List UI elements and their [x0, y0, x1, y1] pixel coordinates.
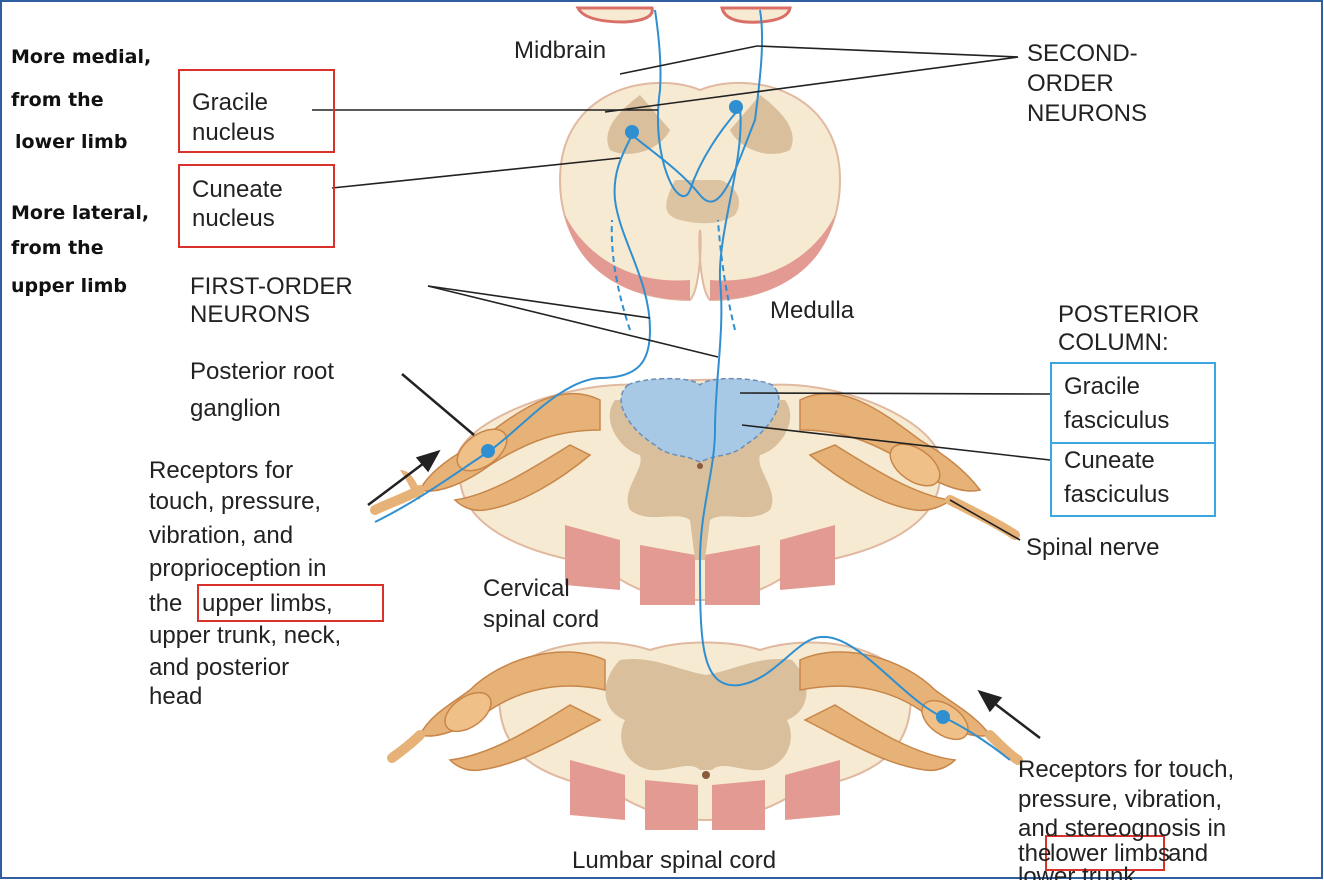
- annotation-medial-line3: lower limb: [15, 131, 127, 153]
- receptors-lower-line3: and stereognosis in: [1018, 815, 1226, 842]
- posterior-column-line1: POSTERIOR: [1058, 301, 1199, 328]
- receptors-upper-line3: vibration, and: [149, 522, 293, 549]
- receptors-upper-line2: touch, pressure,: [149, 488, 321, 515]
- receptors-upper-line1: Receptors for: [149, 457, 293, 484]
- lumbar-ganglion-neuron: [936, 710, 950, 724]
- posterior-root-line1: Posterior root: [190, 358, 334, 385]
- annotation-lateral-line3: upper limb: [11, 275, 127, 297]
- posterior-root-line2: ganglion: [190, 395, 281, 422]
- label-posterior-column: POSTERIOR COLUMN:: [1058, 301, 1199, 356]
- cervical-line1: Cervical: [483, 575, 570, 602]
- gracile-nucleus-line2: nucleus: [192, 119, 275, 146]
- gracile-nucleus-neuron: [625, 125, 639, 139]
- annotation-lateral-line1: More lateral,: [11, 202, 149, 224]
- label-gracile-fasciculus: Gracile fasciculus: [1064, 373, 1169, 434]
- posterior-column-line2: COLUMN:: [1058, 329, 1169, 356]
- label-cuneate-nucleus: Cuneate nucleus: [192, 176, 283, 232]
- receptors-lower-line5: lower trunk: [1018, 863, 1136, 880]
- receptors-lower-line2: pressure, vibration,: [1018, 786, 1222, 813]
- annotation-medial-line2: from the: [11, 89, 104, 111]
- label-receptors-upper: Receptors for touch, pressure, vibration…: [149, 457, 341, 710]
- gracile-nucleus-line1: Gracile: [192, 89, 268, 116]
- label-second-order-neurons: SECOND- ORDER NEURONS: [1027, 40, 1147, 127]
- label-midbrain: Midbrain: [514, 37, 606, 64]
- cuneate-fasciculus-line1: Cuneate: [1064, 447, 1155, 474]
- second-order-line2: ORDER: [1027, 70, 1114, 97]
- annotation-lateral-line2: from the: [11, 237, 104, 259]
- cuneate-nucleus-line1: Cuneate: [192, 176, 283, 203]
- label-receptors-lower: Receptors for touch, pressure, vibration…: [1018, 756, 1234, 880]
- receptors-lower-line1: Receptors for touch,: [1018, 756, 1234, 783]
- receptors-upper-line5a: the: [149, 590, 182, 617]
- lateral-annotation: More lateral, from the upper limb: [11, 202, 149, 297]
- first-order-line2: NEURONS: [190, 301, 310, 328]
- annotation-medial-line1: More medial,: [11, 46, 151, 68]
- label-spinal-nerve: Spinal nerve: [1026, 534, 1159, 561]
- receptors-upper-line7: and posterior: [149, 654, 289, 681]
- gracile-fasciculus-line1: Gracile: [1064, 373, 1140, 400]
- label-lumbar-spinal-cord: Lumbar spinal cord: [572, 847, 776, 874]
- receptors-upper-line4: proprioception in: [149, 555, 326, 582]
- second-order-line1: SECOND-: [1027, 40, 1138, 67]
- first-order-line1: FIRST-ORDER: [190, 273, 353, 300]
- cervical-cord-illustration: [375, 379, 1015, 605]
- label-medulla: Medulla: [770, 297, 855, 324]
- cuneate-nucleus-neuron: [729, 100, 743, 114]
- cuneate-nucleus-line2: nucleus: [192, 205, 275, 232]
- label-posterior-root-ganglion: Posterior root ganglion: [190, 358, 334, 422]
- cuneate-fasciculus-line2: fasciculus: [1064, 481, 1169, 508]
- label-cuneate-fasciculus: Cuneate fasciculus: [1064, 447, 1169, 508]
- label-first-order-neurons: FIRST-ORDER NEURONS: [190, 273, 353, 328]
- cervical-ganglion-neuron: [481, 444, 495, 458]
- midbrain-illustration: [578, 8, 790, 22]
- receptors-upper-line8: head: [149, 683, 202, 710]
- receptors-upper-line5b: upper limbs,: [202, 590, 333, 617]
- second-order-line3: NEURONS: [1027, 100, 1147, 127]
- medial-annotation: More medial, from the lower limb: [11, 46, 151, 153]
- receptors-upper-line6: upper trunk, neck,: [149, 622, 341, 649]
- medulla-illustration: [560, 83, 840, 300]
- label-gracile-nucleus: Gracile nucleus: [192, 89, 275, 146]
- gracile-fasciculus-line2: fasciculus: [1064, 407, 1169, 434]
- receptors-lower-line4c: and: [1168, 840, 1208, 867]
- cervical-line2: spinal cord: [483, 606, 599, 633]
- lumbar-cord-illustration: [392, 643, 1018, 831]
